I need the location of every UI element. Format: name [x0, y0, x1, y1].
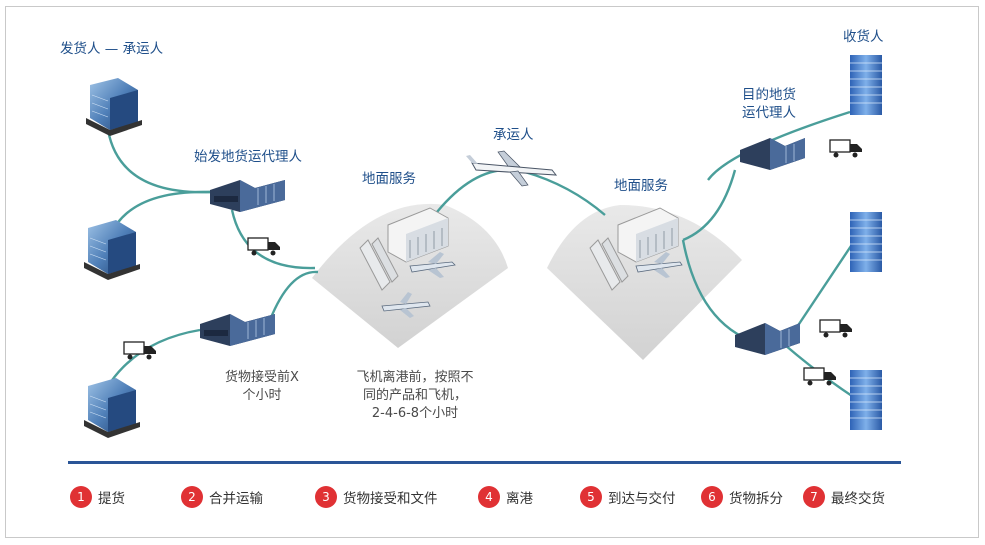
step-number-badge: 1: [70, 486, 92, 508]
step-label: 货物拆分: [729, 491, 783, 507]
step-3: 3 货物接受和文件: [315, 485, 438, 509]
step-label: 离港: [506, 491, 533, 507]
consignee-tower-middle: [850, 212, 882, 272]
pickup-warehouse-icon: [200, 314, 275, 346]
carrier-label: 承运人: [493, 127, 534, 143]
consignee-tower-bottom: [850, 370, 882, 430]
airplane-icon: [409, 252, 456, 278]
airplane-icon: [381, 292, 431, 318]
dest-agent-label-line1: 目的地货: [742, 87, 796, 103]
step-label: 提货: [98, 491, 125, 507]
consignee-label: 收货人: [843, 29, 884, 45]
terminal-icon: [589, 207, 679, 291]
truck-icon: [247, 237, 280, 256]
ground-service-right-label: 地面服务: [614, 178, 668, 194]
shipper-building-bottom: [84, 378, 140, 438]
step-5: 5 到达与交付: [580, 485, 676, 509]
truck-icon: [123, 341, 156, 360]
destination-warehouse-bottom-icon: [735, 323, 800, 355]
shipper-building-top: [86, 78, 142, 136]
step-7: 7 最终交货: [803, 485, 885, 509]
shipper-building-middle: [84, 220, 140, 280]
departure-note-line2: 同的产品和飞机，: [362, 388, 467, 403]
step-number-badge: 3: [315, 486, 337, 508]
step-label: 合并运输: [209, 491, 263, 507]
truck-icon: [819, 319, 852, 338]
step-number-badge: 5: [580, 486, 602, 508]
ground-service-zone-left: [312, 203, 508, 348]
departure-note-line3: 2-4-6-8个小时: [371, 406, 459, 421]
acceptance-note-line2: 个小时: [242, 388, 282, 403]
step-4: 4 离港: [478, 485, 533, 509]
carrier-airplane-icon: [466, 150, 558, 187]
ground-service-left-label: 地面服务: [362, 171, 416, 187]
step-label: 最终交货: [831, 491, 885, 507]
destination-warehouse-top-icon: [740, 138, 805, 170]
step-2: 2 合并运输: [181, 485, 263, 509]
step-label: 货物接受和文件: [343, 491, 438, 507]
terminal-icon: [359, 207, 449, 291]
truck-icon: [803, 367, 836, 386]
origin-agent-label: 始发地货运代理人: [194, 149, 302, 165]
airplane-icon: [635, 252, 683, 278]
step-number-badge: 2: [181, 486, 203, 508]
dest-agent-label-line2: 运代理人: [742, 105, 796, 121]
departure-note: 飞机离港前，按照不 同的产品和飞机， 2-4-6-8个小时: [340, 369, 490, 423]
step-label: 到达与交付: [608, 491, 676, 507]
step-1: 1 提货: [70, 485, 125, 509]
acceptance-note: 货物接受前X 个小时: [212, 369, 312, 405]
origin-warehouse-icon: [210, 180, 285, 212]
step-number-badge: 7: [803, 486, 825, 508]
consignee-tower-top: [850, 55, 882, 115]
truck-icon: [829, 139, 862, 158]
acceptance-note-line1: 货物接受前X: [225, 370, 299, 385]
step-number-badge: 4: [478, 486, 500, 508]
step-number-badge: 6: [701, 486, 723, 508]
departure-note-line1: 飞机离港前，按照不: [356, 370, 474, 385]
divider-rule: [68, 461, 901, 464]
step-6: 6 货物拆分: [701, 485, 783, 509]
shipper-carrier-label: 发货人 — 承运人: [60, 41, 164, 57]
